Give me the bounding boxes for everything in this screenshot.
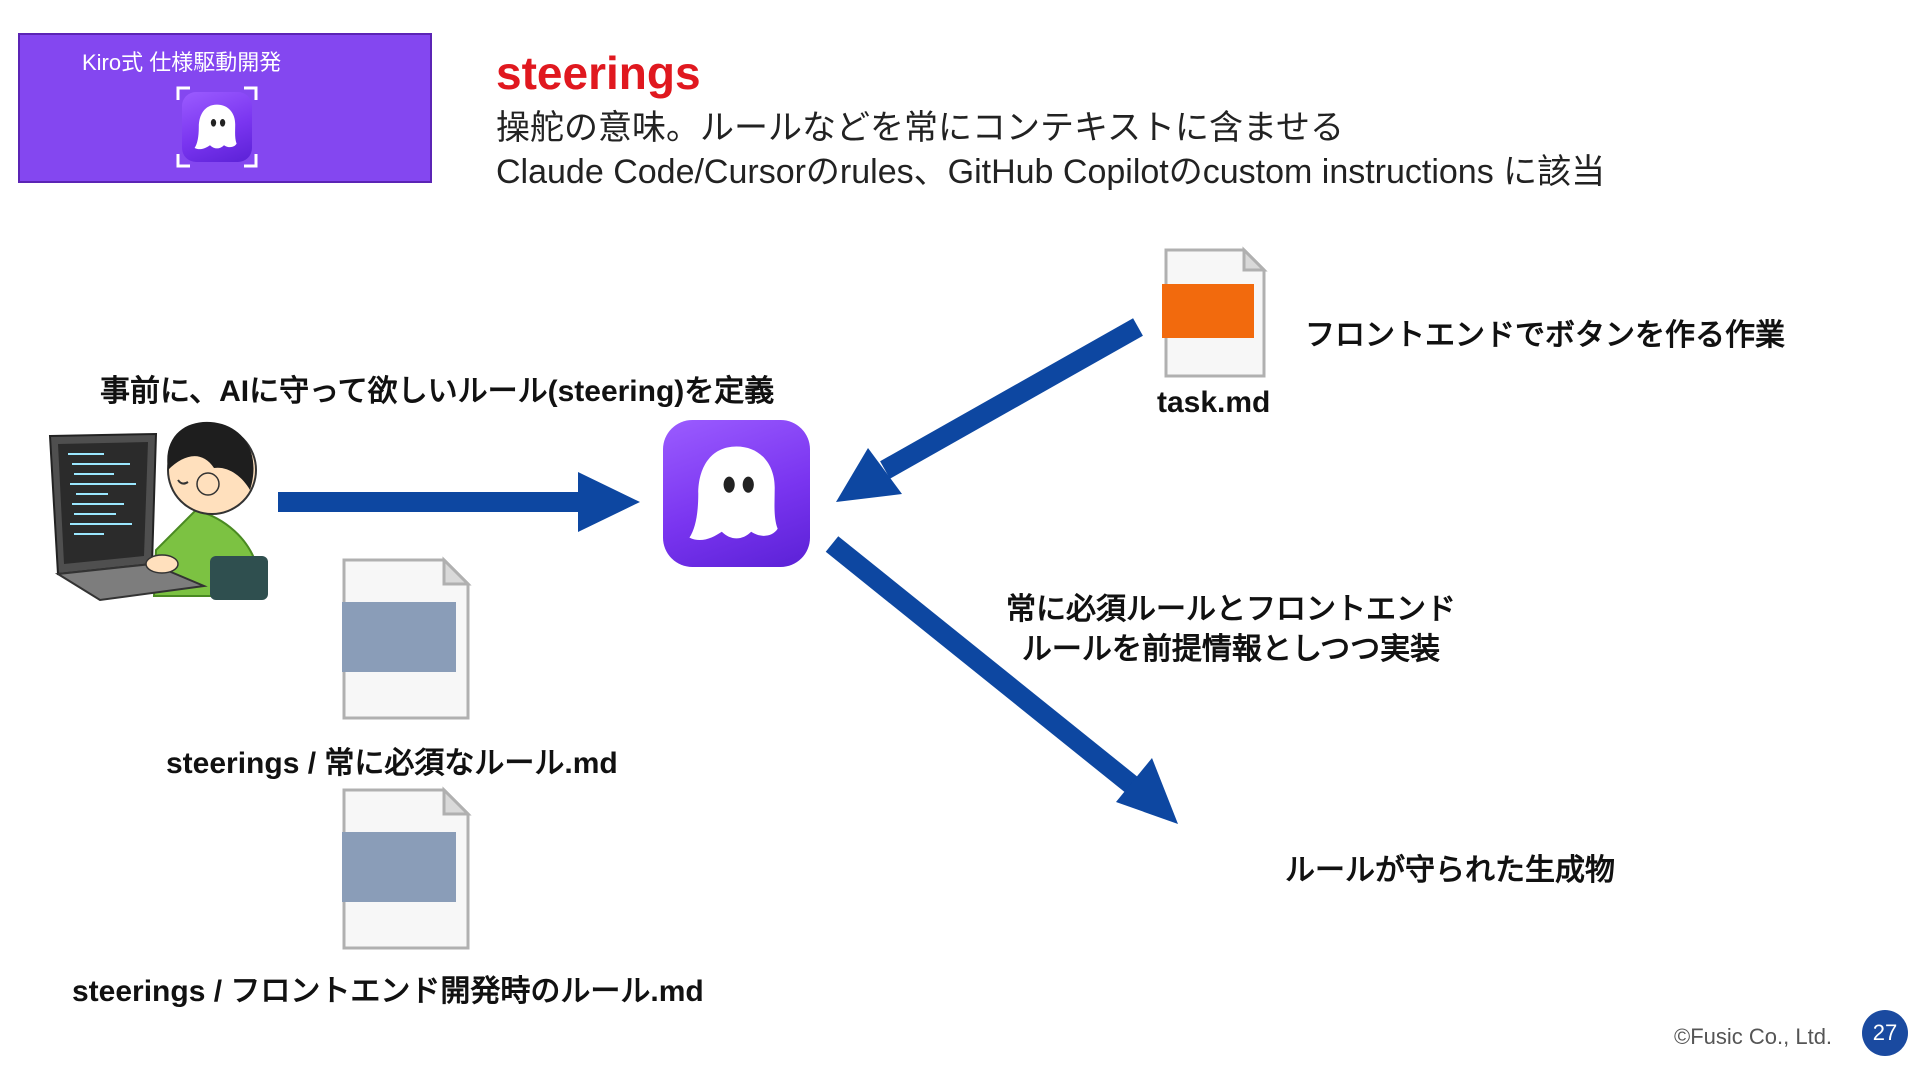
task-file-caption: task.md [1157, 386, 1271, 419]
arrow-task-to-kiro [836, 318, 1143, 502]
frame-corners [176, 86, 258, 168]
task-file-icon [1162, 246, 1268, 378]
steering-file-icon [342, 556, 472, 720]
subtitle-line-1: 操舵の意味。ルールなどを常にコンテキストに含ませる [496, 109, 1344, 147]
user-caption: 事前に、AIに守って欲しいルール(steering)を定義 [100, 375, 775, 408]
slide-title: steerings [496, 47, 701, 99]
implementation-caption: 常に必須ルールとフロントエンド ルールを前提情報としつつ実装 [1006, 590, 1456, 670]
frontend-task-label: フロントエンドでボタンを作る作業 [1305, 319, 1785, 352]
output-label: ルールが守られた生成物 [1285, 854, 1615, 887]
brand-box: Kiro式 仕様駆動開発 [18, 33, 432, 183]
brand-label: Kiro式 仕様駆動開発 [82, 50, 282, 75]
steering-file-2-caption: steerings / フロントエンド開発時のルール.md [72, 975, 704, 1008]
subtitle-line-2: Claude Code/Cursorのrules、GitHub Copilotの… [496, 153, 1606, 191]
implementation-caption-line-1: 常に必須ルールとフロントエンド [1006, 593, 1456, 626]
ghost-icon [194, 104, 237, 150]
kiro-ai-icon [663, 420, 810, 567]
steering-file-1-caption: steerings / 常に必須なルール.md [166, 747, 618, 780]
developer-illustration [48, 421, 268, 602]
page-number-badge: 27 [1862, 1010, 1908, 1056]
implementation-caption-line-2: ルールを前提情報としつつ実装 [1021, 633, 1441, 666]
footer-copyright: ©Fusic Co., Ltd. [1674, 1024, 1833, 1049]
kiro-logo-icon [176, 86, 258, 168]
arrow-kiro-to-output [825, 536, 1178, 824]
steering-file-icon [342, 786, 472, 950]
ghost-icon [689, 446, 778, 541]
arrow-to-kiro [278, 472, 640, 532]
